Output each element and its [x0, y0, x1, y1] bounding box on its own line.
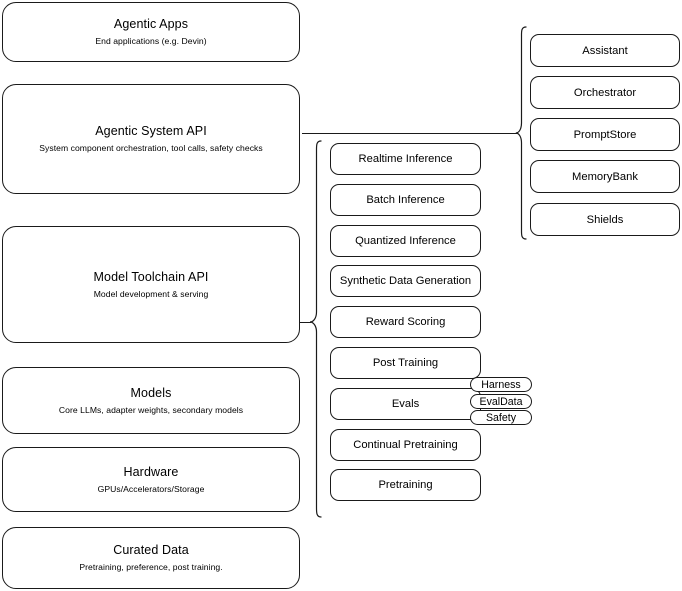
- layer-box-agentic-apps[interactable]: Agentic Apps End applications (e.g. Devi…: [2, 2, 300, 62]
- connector-model-toolchain-api-to-components: [300, 322, 311, 323]
- layer-title: Hardware: [123, 464, 179, 479]
- toolchain-label: Quantized Inference: [355, 235, 456, 247]
- system-label: MemoryBank: [572, 170, 638, 183]
- eval-badge-label: EvalData: [479, 395, 523, 408]
- toolchain-box-evals[interactable]: Evals: [330, 388, 481, 420]
- toolchain-label: Realtime Inference: [358, 153, 453, 165]
- layer-subtitle: End applications (e.g. Devin): [95, 36, 207, 46]
- toolchain-label: Reward Scoring: [365, 316, 446, 328]
- toolchain-label: Pretraining: [378, 479, 433, 491]
- layer-title: Agentic System API: [95, 124, 207, 138]
- layer-box-hardware[interactable]: Hardware GPUs/Accelerators/Storage: [2, 447, 300, 512]
- brace-toolchain-components: [309, 140, 322, 518]
- layer-subtitle: Model development & serving: [93, 288, 209, 299]
- system-label: PromptStore: [573, 128, 637, 141]
- eval-badge-safety[interactable]: Safety: [470, 410, 532, 425]
- toolchain-label: Batch Inference: [366, 194, 445, 206]
- toolchain-box-reward-scoring[interactable]: Reward Scoring: [330, 306, 481, 338]
- eval-badge-label: Harness: [481, 378, 521, 391]
- layer-title: Model Toolchain API: [93, 269, 209, 284]
- eval-badge-harness[interactable]: Harness: [470, 377, 532, 392]
- toolchain-label: Synthetic Data Generation: [339, 275, 472, 287]
- toolchain-box-synthetic-data-generation[interactable]: Synthetic Data Generation: [330, 265, 481, 297]
- layer-subtitle: GPUs/Accelerators/Storage: [97, 483, 205, 494]
- system-box-memorybank[interactable]: MemoryBank: [530, 160, 680, 193]
- toolchain-box-batch-inference[interactable]: Batch Inference: [330, 184, 481, 216]
- toolchain-box-realtime-inference[interactable]: Realtime Inference: [330, 143, 481, 175]
- system-box-assistant[interactable]: Assistant: [530, 34, 680, 67]
- layer-subtitle: System component orchestration, tool cal…: [39, 143, 263, 153]
- system-box-orchestrator[interactable]: Orchestrator: [530, 76, 680, 109]
- toolchain-label: Continual Pretraining: [353, 439, 458, 451]
- toolchain-label: Evals: [391, 398, 420, 410]
- eval-badge-evaldata[interactable]: EvalData: [470, 394, 532, 409]
- connector-agentic-system-api-to-components: [302, 133, 518, 134]
- system-label: Assistant: [582, 44, 628, 57]
- system-box-promptstore[interactable]: PromptStore: [530, 118, 680, 151]
- layer-box-models[interactable]: Models Core LLMs, adapter weights, secon…: [2, 367, 300, 434]
- system-box-shields[interactable]: Shields: [530, 203, 680, 236]
- layer-box-curated-data[interactable]: Curated Data Pretraining, preference, po…: [2, 527, 300, 589]
- layer-box-agentic-system-api[interactable]: Agentic System API System component orch…: [2, 84, 300, 194]
- toolchain-box-pretraining[interactable]: Pretraining: [330, 469, 481, 501]
- layer-title: Models: [130, 385, 172, 400]
- eval-badge-label: Safety: [485, 411, 517, 424]
- layer-subtitle: Pretraining, preference, post training.: [79, 562, 223, 572]
- toolchain-label: Post Training: [372, 357, 439, 369]
- layer-title: Agentic Apps: [113, 17, 189, 31]
- toolchain-box-continual-pretraining[interactable]: Continual Pretraining: [330, 429, 481, 461]
- layer-box-model-toolchain-api[interactable]: Model Toolchain API Model development & …: [2, 226, 300, 343]
- layer-title: Curated Data: [113, 543, 189, 557]
- layer-subtitle: Core LLMs, adapter weights, secondary mo…: [58, 404, 244, 415]
- system-label: Orchestrator: [573, 86, 637, 99]
- toolchain-box-quantized-inference[interactable]: Quantized Inference: [330, 225, 481, 257]
- toolchain-box-post-training[interactable]: Post Training: [330, 347, 481, 379]
- system-label: Shields: [586, 213, 624, 226]
